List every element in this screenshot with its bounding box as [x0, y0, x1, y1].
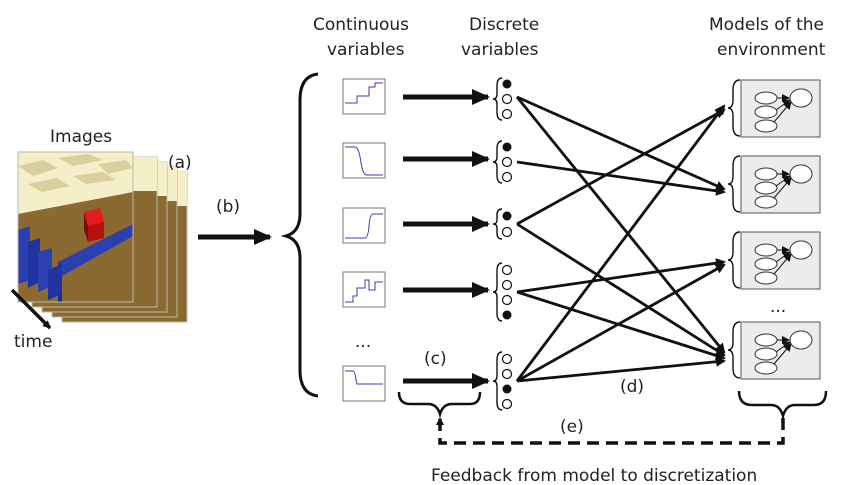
feedback-caption: Feedback from model to discretization [431, 466, 757, 485]
models: ... [727, 79, 821, 380]
signal-plot-1 [342, 78, 386, 115]
state-dot [501, 368, 513, 380]
images-label: Images [50, 127, 112, 147]
tag-b: (b) [216, 197, 240, 217]
continuous-header-line1: Continuous [313, 15, 409, 35]
state-dot [502, 211, 512, 221]
continuous-brace [280, 72, 319, 398]
state-dot [502, 142, 512, 152]
discretization-brace [397, 391, 482, 419]
state-dot [502, 384, 512, 394]
edge-var3-model1 [516, 108, 726, 226]
time-arrow [10, 288, 52, 330]
state-dot [502, 310, 512, 320]
tag-d: (d) [620, 377, 644, 397]
model-box-4 [727, 321, 821, 380]
state-dot [501, 171, 513, 183]
state-dot [502, 79, 512, 89]
tag-c: (c) [424, 349, 447, 369]
continuous-header-line2: variables [327, 40, 405, 60]
discrete-var-3 [492, 208, 513, 240]
discrete-variables [492, 77, 513, 411]
signal-plot-2 [342, 142, 386, 179]
signals-ellipsis: ... [355, 332, 371, 352]
state-dot [501, 294, 513, 306]
time-label: time [14, 332, 52, 352]
edge-var1-model2 [516, 95, 726, 191]
state-dot [501, 279, 513, 291]
edge-var3-model4 [516, 222, 726, 357]
state-dot [501, 353, 513, 365]
tag-a: (a) [168, 153, 192, 173]
edge-var5-model1 [515, 104, 726, 382]
edge-var4-model3 [516, 258, 726, 294]
signal-plot-4 [342, 271, 386, 308]
model-box-3 [727, 231, 821, 290]
models-ellipsis: ... [770, 297, 786, 317]
state-dot [501, 264, 513, 276]
image-stack [17, 151, 188, 323]
edge-var5-model4 [516, 356, 726, 383]
edge-var1-model4 [515, 96, 726, 354]
edge-var2-model2 [516, 160, 726, 196]
front-image-frame [17, 151, 134, 303]
state-dot [501, 108, 513, 120]
signal-plot-5 [342, 365, 386, 402]
feedback-dashed-arrow [436, 417, 785, 445]
models-brace [737, 390, 828, 421]
models-header-line1: Models of the [709, 15, 824, 35]
discrete-var-2 [492, 140, 513, 184]
state-dot [501, 398, 513, 410]
state-dot [501, 93, 513, 105]
state-dot [501, 156, 513, 168]
connections [515, 95, 726, 383]
discrete-header-line2: variables [461, 40, 539, 60]
models-header-line2: environment [717, 40, 826, 60]
model-box-2 [727, 155, 821, 214]
discrete-var-4 [492, 262, 513, 322]
model-box-1 [727, 79, 821, 138]
discrete-header-line1: Discrete [469, 15, 539, 35]
edge-var4-model4 [516, 290, 726, 361]
discrete-var-1 [492, 77, 513, 121]
discrete-var-5 [492, 351, 513, 411]
state-dot [501, 226, 513, 238]
edge-var5-model3 [516, 263, 726, 383]
tag-e: (e) [560, 417, 584, 437]
signal-plot-3 [342, 207, 386, 244]
